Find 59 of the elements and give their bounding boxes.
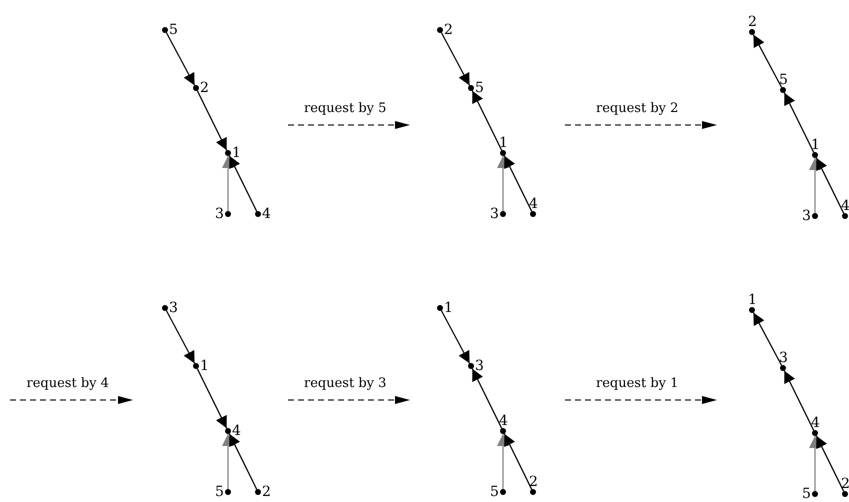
arrow	[166, 310, 196, 364]
arrow	[228, 433, 258, 490]
vertex-number: 2	[841, 476, 849, 492]
arrow	[228, 155, 258, 212]
arrow	[752, 34, 782, 88]
vertex-number: 2	[529, 474, 538, 490]
arrow	[784, 92, 814, 153]
arrow	[504, 155, 532, 212]
arrow	[440, 310, 470, 364]
vertex-number: 5	[169, 22, 178, 38]
vertex-number: 4	[529, 196, 538, 212]
arrow	[809, 436, 821, 491]
vertex-number: 1	[748, 292, 757, 308]
arrow	[784, 370, 814, 431]
arrow	[504, 433, 532, 490]
arrow-label: request by 3	[304, 376, 386, 391]
arrow	[816, 157, 844, 214]
vertex-number: 1	[444, 300, 453, 316]
arrow-label: request by 4	[26, 376, 109, 391]
arrow	[752, 312, 782, 366]
vertex-number: 4	[499, 413, 508, 429]
arrow	[222, 156, 234, 211]
arrow	[472, 368, 502, 429]
arrow-label: request by 5	[304, 101, 386, 116]
arrow	[222, 434, 234, 489]
arrow	[440, 32, 470, 86]
vertex-number: 4	[262, 206, 271, 222]
vertex-number: 5	[475, 80, 484, 96]
vertex-number: 3	[802, 208, 811, 224]
vertex-number: 1	[232, 145, 241, 161]
vertex-number: 4	[841, 198, 849, 214]
arrow	[809, 158, 821, 213]
vertex-number: 4	[811, 415, 820, 431]
vertex-number: 5	[779, 72, 788, 88]
arrow	[816, 435, 844, 492]
vertex-number: 3	[490, 206, 499, 222]
vertex-number: 2	[444, 22, 453, 38]
vertex-number: 5	[215, 484, 224, 500]
vertex-number: 4	[232, 423, 241, 439]
arrow	[497, 434, 509, 489]
vertex-number: 3	[169, 300, 178, 316]
vertex-number: 2	[262, 484, 271, 500]
vertex-number: 5	[802, 486, 811, 502]
vertex-number: 5	[490, 484, 499, 500]
vertex-number: 1	[811, 137, 820, 153]
vertex-number: 3	[475, 358, 484, 374]
arrow	[497, 156, 509, 211]
arrow	[166, 32, 196, 86]
vertex-number: 2	[200, 80, 209, 96]
vertex-number: 1	[499, 135, 508, 151]
arrow	[196, 368, 228, 429]
arrow	[472, 90, 502, 151]
arrow	[196, 90, 228, 151]
arrow-label: request by 1	[596, 376, 678, 391]
vertex-number: 3	[779, 350, 788, 366]
vertex-number: 3	[215, 206, 224, 222]
vertex-number: 1	[200, 358, 209, 374]
arrow-label: request by 2	[596, 101, 678, 116]
vertex-number: 2	[748, 14, 757, 30]
